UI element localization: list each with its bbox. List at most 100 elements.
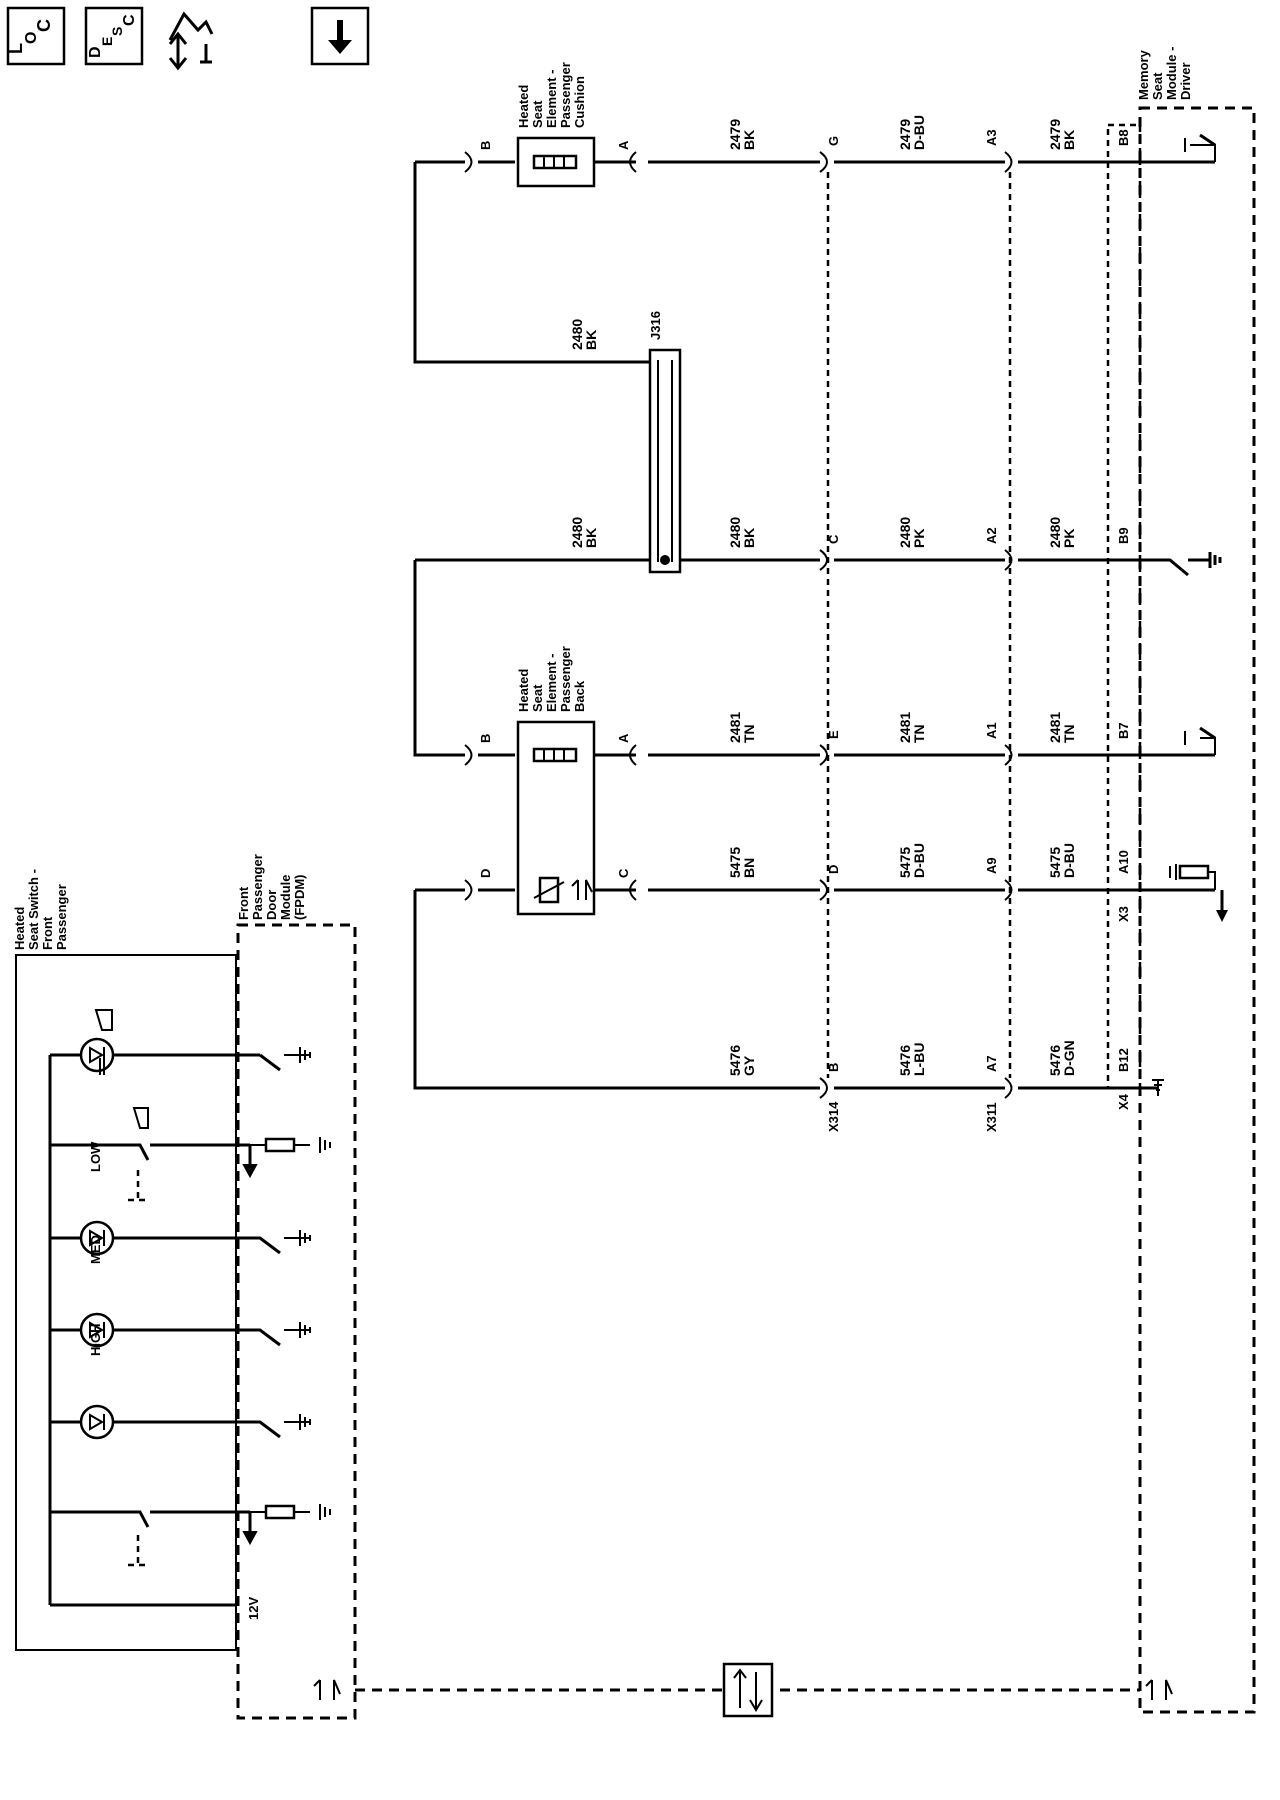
seat-cushion-icon-1 xyxy=(94,1009,113,1031)
svg-text:G: G xyxy=(826,136,841,146)
svg-text:Seat: Seat xyxy=(530,100,545,128)
svg-text:Passenger: Passenger xyxy=(250,854,265,920)
v12-label: 12V xyxy=(246,1597,261,1620)
svg-text:D-GN: D-GN xyxy=(1061,1040,1077,1076)
loc-letter-2: O xyxy=(23,32,40,44)
svg-text:Passenger: Passenger xyxy=(54,884,69,950)
svg-text:Seat: Seat xyxy=(1150,72,1165,100)
svg-text:L-BU: L-BU xyxy=(911,1043,927,1076)
svg-text:Element -: Element - xyxy=(544,653,559,712)
svg-text:D-BU: D-BU xyxy=(911,843,927,878)
svg-text:A7: A7 xyxy=(984,1055,999,1072)
switch-label: Heated Seat Switch - Front Passenger xyxy=(12,869,69,950)
connector-names: X314 X311 X4 X3 xyxy=(826,906,1131,1132)
loc-letter-3: C xyxy=(34,19,54,32)
serial-data-gateway-icon[interactable] xyxy=(722,1662,774,1718)
svg-text:5475: 5475 xyxy=(897,847,913,878)
j316-label: J316 xyxy=(648,311,663,340)
svg-text:2481: 2481 xyxy=(897,712,913,743)
high-label: HIGH xyxy=(88,1324,103,1357)
svg-text:2480: 2480 xyxy=(727,517,743,548)
svg-text:BN: BN xyxy=(741,858,757,878)
desc-letter-2: E xyxy=(99,37,115,46)
svg-text:2480: 2480 xyxy=(569,517,585,548)
seat-cushion-icon-2 xyxy=(132,1107,149,1129)
x314-label: X314 xyxy=(826,1101,841,1132)
svg-text:2481: 2481 xyxy=(1047,712,1063,743)
svg-text:BK: BK xyxy=(1061,130,1077,150)
heated-seat-switch: LOW MED HIGH 12V Heated Seat Switch - Fr… xyxy=(12,869,281,1651)
schematic-arrows-icon[interactable] xyxy=(168,11,214,71)
med-label: MED xyxy=(88,1235,103,1264)
element-pin-labels: B A B A D C xyxy=(478,140,631,878)
loc-letter-1: L xyxy=(6,43,26,54)
back-pin-c: C xyxy=(616,868,631,878)
description-icon[interactable]: D E S C xyxy=(84,6,144,66)
low-label: LOW xyxy=(88,1141,103,1172)
svg-text:5475: 5475 xyxy=(1047,847,1063,878)
back-pin-d: D xyxy=(478,869,493,878)
svg-text:Passenger: Passenger xyxy=(558,62,573,128)
svg-text:Module: Module xyxy=(278,875,293,921)
desc-letter-3: S xyxy=(109,27,125,36)
svg-text:5476: 5476 xyxy=(1047,1045,1063,1076)
svg-text:D: D xyxy=(826,865,841,874)
wire-j316-upper xyxy=(413,162,650,364)
svg-text:TN: TN xyxy=(911,724,927,743)
heated-seat-element-back: Heated Seat Element - Passenger Back xyxy=(516,646,596,916)
svg-text:BK: BK xyxy=(583,528,599,548)
x4-label: X4 xyxy=(1116,1093,1131,1110)
memory-seat-module: Memory Seat Module - Driver xyxy=(1106,47,1256,1714)
svg-text:Heated: Heated xyxy=(516,669,531,712)
svg-text:(FPDM): (FPDM) xyxy=(292,875,307,921)
svg-text:B: B xyxy=(826,1063,841,1072)
svg-text:A2: A2 xyxy=(984,527,999,544)
led-low-row xyxy=(50,1220,281,1256)
svg-text:5476: 5476 xyxy=(727,1045,743,1076)
svg-text:2480: 2480 xyxy=(1047,517,1063,548)
svg-text:5476: 5476 xyxy=(897,1045,913,1076)
svg-text:B9: B9 xyxy=(1116,527,1131,544)
svg-text:Memory: Memory xyxy=(1136,49,1151,100)
svg-text:2480: 2480 xyxy=(897,517,913,548)
svg-text:2481: 2481 xyxy=(727,712,743,743)
svg-text:2479: 2479 xyxy=(1047,119,1063,150)
serial-data-icon-left xyxy=(313,1679,341,1700)
svg-text:Door: Door xyxy=(264,890,279,920)
desc-letter-4: C xyxy=(121,14,138,26)
svg-text:B12: B12 xyxy=(1116,1048,1131,1072)
svg-text:D-BU: D-BU xyxy=(911,115,927,150)
led-cushion-row xyxy=(50,1037,281,1075)
svg-text:D-BU: D-BU xyxy=(1061,843,1077,878)
led-med-row xyxy=(50,1312,281,1348)
svg-text:C: C xyxy=(826,534,841,544)
svg-text:BK: BK xyxy=(583,330,599,350)
location-icon[interactable]: L O C xyxy=(6,6,66,66)
heated-seat-element-cushion: Heated Seat Element - Passenger Cushion xyxy=(516,62,596,188)
svg-text:5475: 5475 xyxy=(727,847,743,878)
svg-text:Element -: Element - xyxy=(544,69,559,128)
x3-label: X3 xyxy=(1116,906,1131,922)
svg-text:TN: TN xyxy=(1061,724,1077,743)
wire-pin-b-back xyxy=(413,560,465,757)
wire-5476 xyxy=(413,890,820,1090)
svg-text:A1: A1 xyxy=(984,722,999,739)
cushion-pin-a: A xyxy=(616,140,631,150)
svg-text:2480: 2480 xyxy=(569,319,585,350)
connector-pin-labels: G A3 B8 C A2 B9 E A1 B7 D A9 A10 B A7 B1… xyxy=(826,129,1131,1072)
svg-text:Seat: Seat xyxy=(530,684,545,712)
svg-text:Heated: Heated xyxy=(516,85,531,128)
connector-x314 xyxy=(819,151,830,1099)
svg-text:B8: B8 xyxy=(1116,129,1131,146)
down-arrow-icon[interactable] xyxy=(310,6,370,66)
fpdm-module: Front Passenger Door Module (FPDM) xyxy=(236,854,357,1720)
svg-text:E: E xyxy=(826,730,841,739)
svg-text:B7: B7 xyxy=(1116,722,1131,739)
element-pins-left xyxy=(464,151,473,901)
svg-text:BK: BK xyxy=(741,130,757,150)
svg-text:A3: A3 xyxy=(984,129,999,146)
svg-text:PK: PK xyxy=(1061,529,1077,548)
svg-text:A9: A9 xyxy=(984,857,999,874)
svg-text:Seat Switch -: Seat Switch - xyxy=(26,869,41,950)
